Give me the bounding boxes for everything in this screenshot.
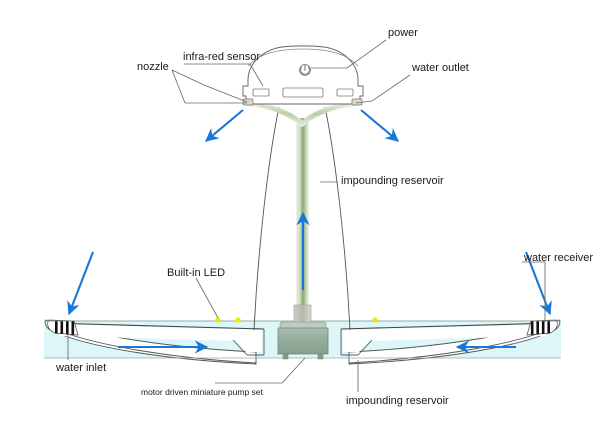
leader-water-receiver xyxy=(522,261,546,322)
label-impounding-top: impounding reservoir xyxy=(341,175,444,187)
display-slot xyxy=(282,87,324,98)
arrow-spray-left xyxy=(205,109,244,142)
right-sensor-slot xyxy=(336,88,354,97)
leader-nozzle-drop xyxy=(171,69,186,104)
power-icon[interactable] xyxy=(299,64,311,76)
label-nozzle: nozzle xyxy=(137,61,169,73)
nozzle-tip-right xyxy=(351,98,363,106)
leader-infrared-drop xyxy=(249,63,264,87)
pump-set xyxy=(277,321,329,360)
arrow-spray-right xyxy=(360,109,399,142)
label-impounding-bottom: impounding reservoir xyxy=(346,395,449,407)
leader-pump-set xyxy=(215,357,306,384)
infra-red-sensor-slot xyxy=(252,88,270,97)
nozzle-arms xyxy=(244,100,360,127)
label-built-in-led: Built-in LED xyxy=(167,267,226,279)
column-collar xyxy=(293,304,312,324)
leader-water-outlet xyxy=(355,74,411,104)
leader-lines xyxy=(67,39,546,392)
label-water-receiver: water receiver xyxy=(524,252,594,264)
leader-nozzle-diag xyxy=(171,69,248,103)
leader-built-in-led xyxy=(195,277,219,319)
device-body-shell xyxy=(253,106,351,331)
label-pump-set: motor driven miniature pump set xyxy=(141,387,263,397)
arrow-intake-left xyxy=(67,251,94,316)
label-water-inlet: water inlet xyxy=(56,362,107,374)
leader-power xyxy=(311,39,387,69)
water-receiver-grille-right xyxy=(526,319,558,336)
label-power: power xyxy=(388,27,418,39)
built-in-leds xyxy=(215,317,378,323)
water-inlet-grille-left xyxy=(47,319,79,336)
label-water-outlet: water outlet xyxy=(412,62,469,74)
nozzle-tip-left xyxy=(242,98,254,106)
label-infra-red-sensor: infra-red sensor xyxy=(183,51,261,63)
